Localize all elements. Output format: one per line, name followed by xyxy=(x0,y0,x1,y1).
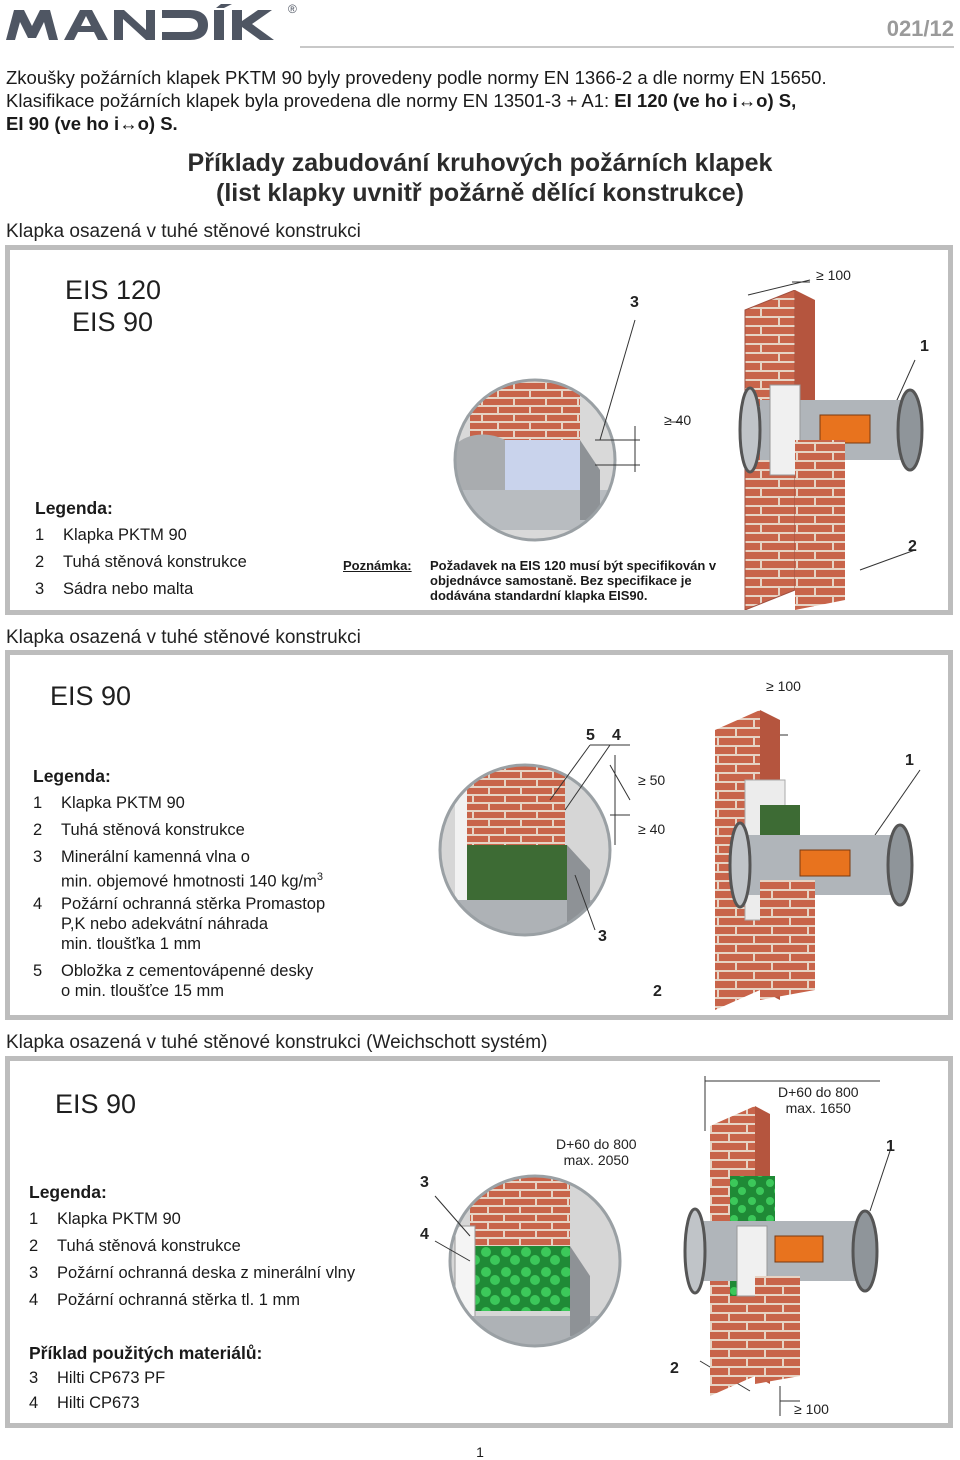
intro-paragraph: Zkoušky požárních klapek PKTM 90 byly pr… xyxy=(6,66,956,135)
section3-callout-3: 3 xyxy=(420,1174,429,1191)
section1-note-line-3: dodávána standardní klapka EIS90. xyxy=(430,588,648,603)
section3-dim-100: ≥ 100 xyxy=(794,1401,829,1417)
section1-callout-1: 1 xyxy=(920,338,929,355)
section2-callout-5: 5 xyxy=(586,727,595,744)
header-rule xyxy=(300,46,954,48)
section3-dim-mid: D+60 do 800 max. 2050 xyxy=(556,1136,637,1168)
registered-mark: ® xyxy=(288,2,297,16)
intro-line-3: EI 90 (ve ho i↔o) S. xyxy=(6,112,956,135)
section1-dim-40: ≥ 40 xyxy=(664,412,692,428)
section3-detail-illustration xyxy=(448,1174,622,1348)
section2-callout-3: 3 xyxy=(598,928,607,945)
section1-note-line-1: Požadavek na EIS 120 musí být specifikov… xyxy=(430,558,717,573)
section1-detail-illustration xyxy=(453,378,617,542)
section1-damper-illustration xyxy=(738,290,924,610)
section1-dim-100: ≥ 100 xyxy=(816,267,851,283)
section2-detail-illustration xyxy=(438,763,612,937)
section3-dim-right: D+60 do 800 max. 1650 xyxy=(778,1084,859,1116)
intro-line-3-bold: EI 90 (ve ho i↔o) S. xyxy=(6,113,178,134)
intro-line-2-plain: Klasifikace požárních klapek byla proved… xyxy=(6,90,615,111)
section1-callout-2: 2 xyxy=(908,538,917,555)
section2-eis90: EIS 90 xyxy=(50,681,132,711)
section2-damper-illustration xyxy=(715,710,914,1010)
mandik-logo: ® xyxy=(6,2,302,44)
section2-legend-title: Legenda: xyxy=(33,766,111,786)
section3-callout-2: 2 xyxy=(670,1360,679,1377)
main-title-line-1: Příklady zabudování kruhových požárních … xyxy=(187,149,773,177)
section3-callout-1: 1 xyxy=(886,1138,895,1155)
section3-dim-right-line-1: D+60 do 800 xyxy=(778,1084,859,1100)
page-number: 021/12 xyxy=(886,16,954,41)
section2-dim-40: ≥ 40 xyxy=(638,821,666,837)
section3-dim-mid-line-1: D+60 do 800 xyxy=(556,1136,637,1152)
section1-eis120: EIS 120 xyxy=(65,275,162,305)
section2-dim-100: ≥ 100 xyxy=(766,678,801,694)
section3-callout-4: 4 xyxy=(420,1226,429,1243)
section3-dim-mid-line-2: max. 2050 xyxy=(563,1152,629,1168)
section1-note: Požadavek na EIS 120 musí být specifikov… xyxy=(430,558,716,603)
section1-legend-title: Legenda: xyxy=(35,498,113,518)
footer-page-number: 1 xyxy=(476,1444,484,1460)
section3-damper-illustration xyxy=(683,1106,879,1396)
intro-line-1: Zkoušky požárních klapek PKTM 90 byly pr… xyxy=(6,67,827,88)
section2-callout-2: 2 xyxy=(653,983,662,1000)
section3-dim-right-line-2: max. 1650 xyxy=(785,1100,851,1116)
main-title-line-2: (list klapky uvnitř požárně dělící konst… xyxy=(216,179,744,207)
section1-note-line-2: objednávce samostaně. Bez specifikace je xyxy=(430,573,692,588)
section1-leader-lines xyxy=(595,279,916,571)
section2-title: Klapka osazená v tuhé stěnové konstrukci xyxy=(6,627,361,648)
section3-legend-title: Legenda: xyxy=(29,1182,107,1202)
section3-materials-title: Příklad použitých materiálů: xyxy=(29,1343,263,1363)
section1-eis90: EIS 90 xyxy=(72,307,154,337)
section3-eis90: EIS 90 xyxy=(55,1089,137,1119)
intro-line-2: Klasifikace požárních klapek byla proved… xyxy=(6,89,956,112)
section1-note-label: Poznámka: xyxy=(343,558,412,573)
intro-line-2-bold: EI 120 (ve ho i↔o) S, xyxy=(614,90,797,111)
section2-dim-50: ≥ 50 xyxy=(638,772,666,788)
section1-title: Klapka osazená v tuhé stěnové konstrukci xyxy=(6,221,361,242)
main-title: Příklady zabudování kruhových požárních … xyxy=(0,148,960,208)
section2-callout-1: 1 xyxy=(905,752,914,769)
section1-callout-3: 3 xyxy=(630,294,639,311)
mandik-logo-mark xyxy=(6,4,274,40)
section2-callout-4: 4 xyxy=(612,727,621,744)
section3-title: Klapka osazená v tuhé stěnové konstrukci… xyxy=(6,1032,548,1053)
